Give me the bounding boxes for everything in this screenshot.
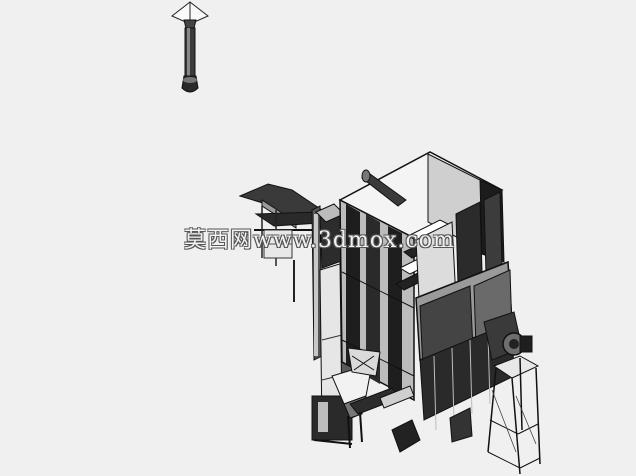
blower-fan (483, 311, 533, 361)
exhaust-stack (171, 1, 209, 93)
discharge-hopper (331, 347, 473, 453)
site-watermark: 莫西网www.3dmox.com (184, 228, 455, 253)
fan-support-frame (487, 355, 541, 475)
